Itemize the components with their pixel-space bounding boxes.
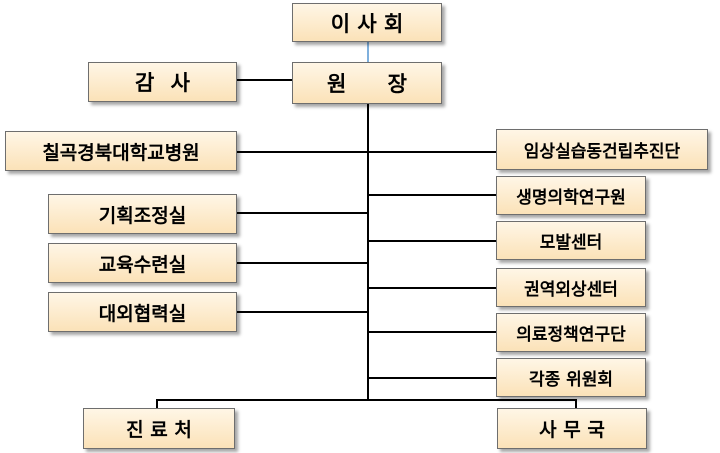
left-office-label: 기획조정실 xyxy=(98,204,187,227)
clinical-label: 진 료 처 xyxy=(126,419,192,441)
right-unit-label: 생명의학연구원 xyxy=(516,188,626,208)
right-unit-box: 각종 위원회 xyxy=(496,358,646,397)
audit-box: 감 사 xyxy=(88,62,237,102)
clinical-connector xyxy=(156,399,158,408)
board-label: 이 사 회 xyxy=(330,11,404,36)
director-label-right: 장 xyxy=(387,72,407,96)
left-connector-3 xyxy=(237,311,369,313)
right-unit-label: 의료정책연구단 xyxy=(516,325,626,345)
right-unit-label: 권역외상센터 xyxy=(524,280,618,300)
director-label-left: 원 xyxy=(327,72,347,96)
left-office-box: 대외협력실 xyxy=(48,292,237,332)
branch-hospital-box: 칠곡경북대학교병원 xyxy=(5,131,237,171)
right-unit-box: 임상실습동건립추진단 xyxy=(496,129,708,170)
main-trunk xyxy=(367,104,369,401)
right-unit-box: 모발센터 xyxy=(496,221,646,260)
left-office-box: 기획조정실 xyxy=(48,194,237,234)
right-unit-box: 생명의학연구원 xyxy=(496,176,646,215)
left-connector-1 xyxy=(237,212,369,214)
right-connector-1 xyxy=(367,194,496,196)
right-connector-2 xyxy=(367,240,496,242)
branch-connector xyxy=(236,151,496,153)
branch-hospital-label: 칠곡경북대학교병원 xyxy=(42,141,200,164)
admin-label: 사 무 국 xyxy=(539,419,605,441)
director-box: 원 장 xyxy=(292,62,442,104)
admin-box: 사 무 국 xyxy=(497,408,647,449)
right-connector-3 xyxy=(367,287,496,289)
right-unit-label: 모발센터 xyxy=(539,233,603,253)
left-office-label: 대외협력실 xyxy=(98,302,187,325)
right-connector-5 xyxy=(367,377,496,379)
left-connector-2 xyxy=(237,262,369,264)
bottom-bar xyxy=(156,399,577,401)
right-unit-box: 의료정책연구단 xyxy=(496,313,646,352)
right-unit-label: 임상실습동건립추진단 xyxy=(523,142,681,162)
board-connector xyxy=(367,41,369,63)
left-office-label: 교육수련실 xyxy=(98,253,187,276)
clinical-box: 진 료 처 xyxy=(83,408,235,449)
right-unit-box: 권역외상센터 xyxy=(496,268,646,307)
audit-label-right: 사 xyxy=(170,71,190,95)
board-box: 이 사 회 xyxy=(292,3,442,42)
right-unit-label: 각종 위원회 xyxy=(528,370,614,390)
admin-connector xyxy=(575,399,577,408)
audit-connector xyxy=(236,79,292,81)
audit-label-left: 감 xyxy=(135,71,155,95)
right-connector-4 xyxy=(367,331,496,333)
left-office-box: 교육수련실 xyxy=(48,243,237,283)
